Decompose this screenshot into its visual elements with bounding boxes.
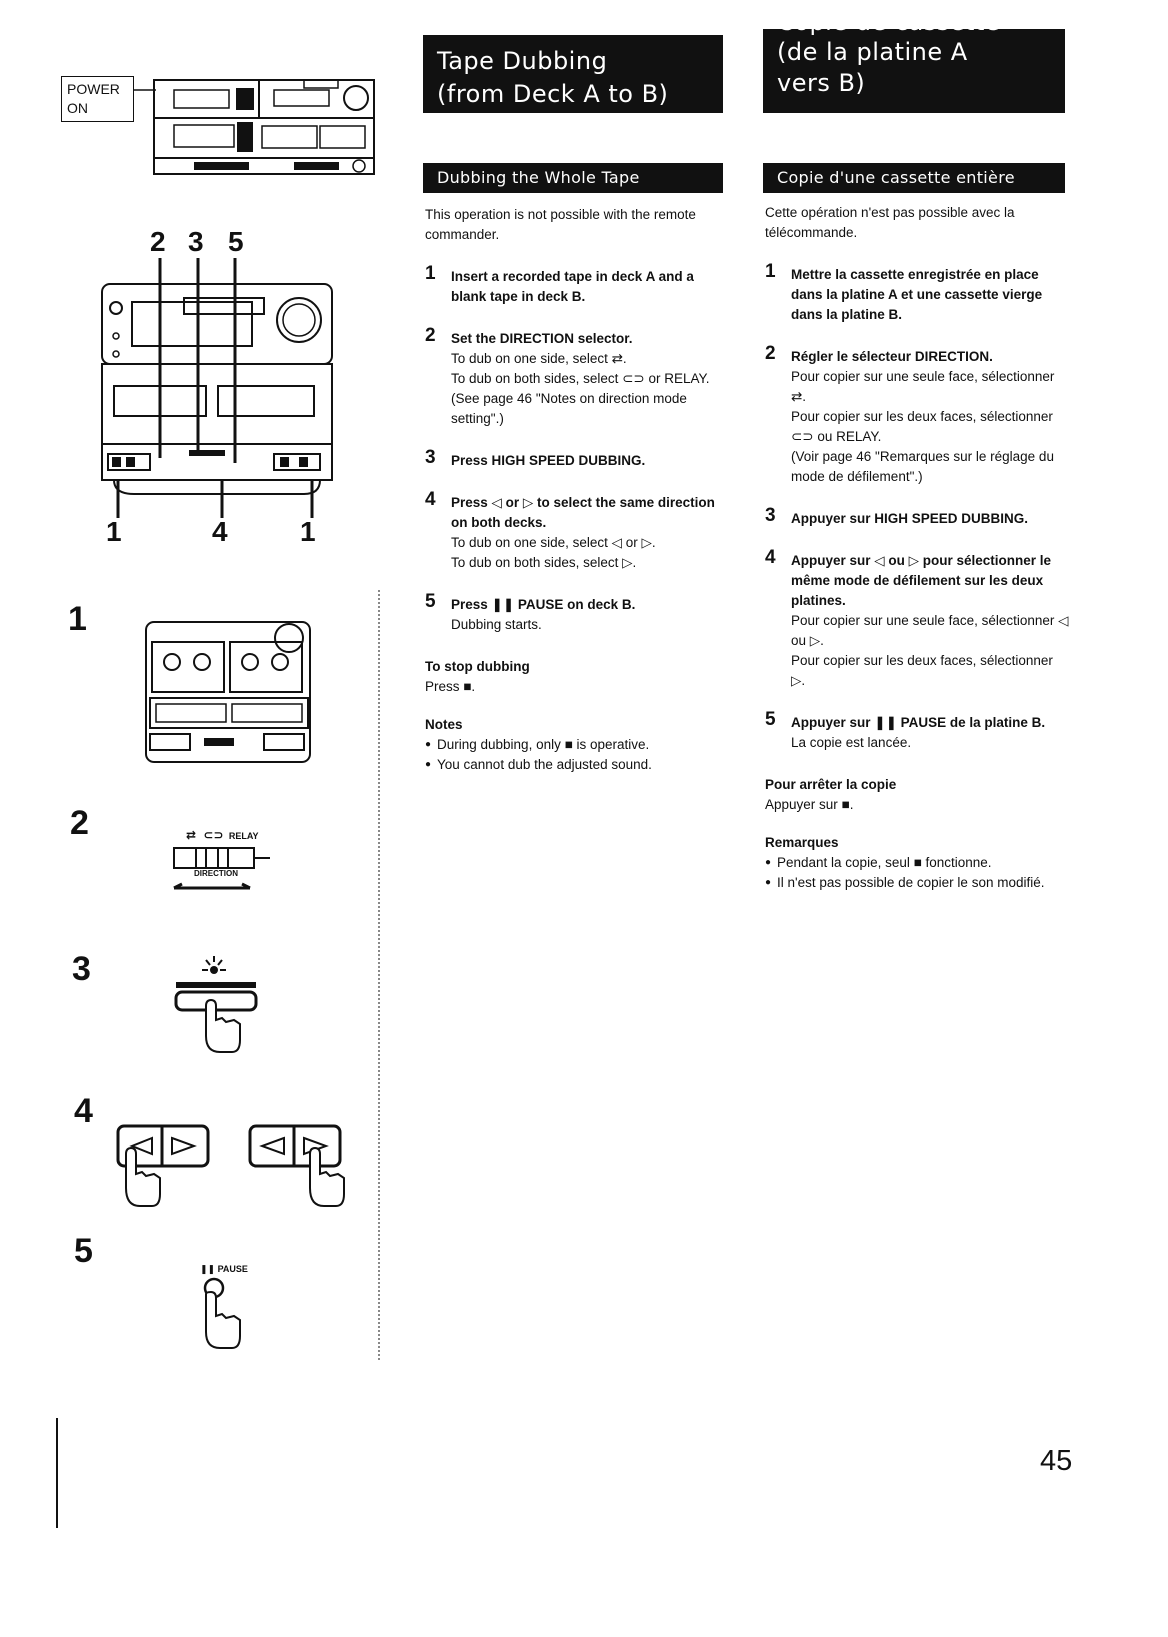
direction-selector-icon <box>173 847 270 890</box>
step-line: Pour copier sur une seule face, sélectio… <box>791 369 1055 404</box>
french-title-line0: Copie de cassette <box>777 29 1051 37</box>
french-intro: Cette opération n'est pas possible avec … <box>765 205 1015 240</box>
pause-label: ❚❚ PAUSE <box>200 1264 248 1274</box>
stereo-unit-top-icon <box>134 79 375 175</box>
relay-label: RELAY <box>228 831 259 841</box>
step-number: 5 <box>425 591 436 612</box>
high-speed-dubbing-button-icon <box>174 956 258 1053</box>
english-step-5: 5 Press ❚❚ PAUSE on deck B. Dubbing star… <box>425 591 725 635</box>
english-title-line2: (from Deck A to B) <box>437 80 669 108</box>
on-label: ON <box>67 100 88 116</box>
french-stop-text: Appuyer sur ■. <box>765 797 854 812</box>
step-line: Pour copier sur une seule face, sélectio… <box>791 613 1069 648</box>
english-title-line1: Tape Dubbing <box>437 47 608 75</box>
callout-3: 3 <box>188 226 204 257</box>
step-heading: Appuyer sur ◁ ou ▷ pour sélectionner le … <box>791 553 1052 608</box>
illustration-step-2: 2 <box>70 804 89 842</box>
french-title-line2: vers B) <box>777 69 866 97</box>
power-label: POWER <box>67 81 120 97</box>
step-number: 3 <box>765 505 776 526</box>
step-heading: Press HIGH SPEED DUBBING. <box>451 453 646 468</box>
pause-button-icon <box>203 1277 241 1349</box>
step-line: Dubbing starts. <box>451 617 542 632</box>
step-number: 3 <box>425 447 436 468</box>
callout-1-left: 1 <box>106 516 122 547</box>
page-number: 45 <box>1040 1445 1073 1477</box>
illustration-step-1: 1 <box>68 600 87 638</box>
loop-icon: ⊂⊃ <box>203 828 224 842</box>
english-stop-text: Press ■. <box>425 679 476 694</box>
english-section-title: Dubbing the Whole Tape <box>423 163 723 193</box>
french-stop-label: Pour arrêter la copie <box>765 777 897 792</box>
step-line: (Voir page 46 "Remarques sur le réglage … <box>791 449 1054 484</box>
english-note: You cannot dub the adjusted sound. <box>425 755 725 775</box>
step-number: 1 <box>425 263 436 284</box>
french-section-title: Copie d'une cassette entière <box>763 163 1065 193</box>
step-line: To dub on both sides, select ▷. <box>451 555 637 570</box>
step-line: To dub on one side, select ◁ or ▷. <box>451 535 656 550</box>
french-note: Pendant la copie, seul ■ fonctionne. <box>765 853 1070 873</box>
english-note: During dubbing, only ■ is operative. <box>425 735 725 755</box>
french-note: Il n'est pas possible de copier le son m… <box>765 873 1070 893</box>
french-title: Copie de cassette (de la platine A vers … <box>763 29 1065 113</box>
direction-label: DIRECTION <box>194 869 238 878</box>
step-line: Pour copier sur les deux faces, sélectio… <box>791 409 1053 444</box>
step-heading: Régler le sélecteur DIRECTION. <box>791 349 993 364</box>
step-heading: Appuyer sur HIGH SPEED DUBBING. <box>791 511 1029 526</box>
english-stop-label: To stop dubbing <box>425 659 530 674</box>
french-step-4: 4 Appuyer sur ◁ ou ▷ pour sélectionner l… <box>765 547 1070 691</box>
illustration-step-4: 4 <box>74 1092 93 1130</box>
english-step-2: 2 Set the DIRECTION selector. To dub on … <box>425 325 725 429</box>
french-step-5: 5 Appuyer sur ❚❚ PAUSE de la platine B. … <box>765 709 1070 753</box>
callout-5: 5 <box>228 226 244 257</box>
french-step-3: 3 Appuyer sur HIGH SPEED DUBBING. <box>765 505 1070 529</box>
column-divider <box>378 590 382 1360</box>
french-step-1: 1 Mettre la cassette enregistrée en plac… <box>765 261 1070 325</box>
margin-rule <box>56 1418 58 1528</box>
direction-symbols-label: ⇄ ⊂⊃ RELAY <box>186 828 259 842</box>
callout-1-right: 1 <box>300 516 316 547</box>
power-on-label: POWER ON <box>61 76 134 122</box>
french-notes-label: Remarques <box>765 835 839 850</box>
illustration-step-3: 3 <box>72 950 91 988</box>
direction-buttons-deck-a-icon <box>116 1124 210 1207</box>
step-line: La copie est lancée. <box>791 735 912 750</box>
step-heading: Press ◁ or ▷ to select the same directio… <box>451 495 715 530</box>
step-number: 2 <box>425 325 436 346</box>
english-intro: This operation is not possible with the … <box>425 207 696 242</box>
english-step-4: 4 Press ◁ or ▷ to select the same direct… <box>425 489 725 573</box>
step-line: Pour copier sur les deux faces, sélectio… <box>791 653 1053 688</box>
step-heading: Press ❚❚ PAUSE on deck B. <box>451 597 636 612</box>
english-content: This operation is not possible with the … <box>425 205 725 775</box>
french-content: Cette opération n'est pas possible avec … <box>765 203 1070 893</box>
one-side-icon: ⇄ <box>186 828 197 842</box>
step-number: 4 <box>425 489 436 510</box>
step-number: 2 <box>765 343 776 364</box>
callout-2: 2 <box>150 226 166 257</box>
cassette-deck-icon <box>145 621 311 763</box>
step-number: 5 <box>765 709 776 730</box>
english-step-3: 3 Press HIGH SPEED DUBBING. <box>425 447 725 471</box>
step-heading: Mettre la cassette enregistrée en place … <box>791 267 1043 322</box>
step-line: To dub on one side, select ⇄. <box>451 351 627 366</box>
french-title-line1: (de la platine A <box>777 38 968 66</box>
step-heading: Set the DIRECTION selector. <box>451 331 633 346</box>
stereo-unit-main-icon <box>101 258 333 518</box>
step-line: (See page 46 "Notes on direction mode se… <box>451 391 687 426</box>
step-number: 1 <box>765 261 776 282</box>
step-line: To dub on both sides, select ⊂⊃ or RELAY… <box>451 371 710 386</box>
english-step-1: 1 Insert a recorded tape in deck A and a… <box>425 263 725 307</box>
direction-buttons-deck-b-icon <box>248 1124 345 1207</box>
step-number: 4 <box>765 547 776 568</box>
step-heading: Insert a recorded tape in deck A and a b… <box>451 269 694 304</box>
pause-label-text: PAUSE <box>217 1264 248 1274</box>
step-heading: Appuyer sur ❚❚ PAUSE de la platine B. <box>791 715 1046 730</box>
english-notes-label: Notes <box>425 717 463 732</box>
english-title: Tape Dubbing (from Deck A to B) <box>423 35 723 113</box>
callout-4: 4 <box>212 516 228 547</box>
illustration-step-5: 5 <box>74 1232 93 1270</box>
french-step-2: 2 Régler le sélecteur DIRECTION. Pour co… <box>765 343 1070 487</box>
